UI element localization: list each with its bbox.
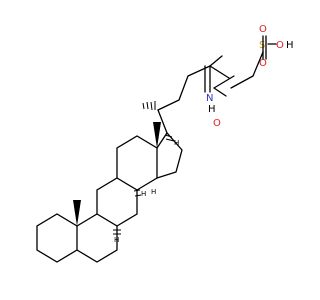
- methyl-c20-hash: [142, 101, 156, 111]
- hydroxyl-h-label: H: [286, 40, 294, 51]
- sulfur-atom-label: S: [259, 40, 265, 51]
- h-c8-label: H: [141, 190, 146, 198]
- methyl-c13-wedge: [153, 122, 161, 148]
- amide-carbonyl: [204, 65, 211, 93]
- nitrogen-h-label: H: [208, 104, 216, 115]
- sulfonyl-oxygen-right-label: O: [276, 40, 284, 51]
- ring-d: [156, 131, 183, 179]
- amide-oxygen-label: O: [213, 118, 221, 129]
- ring-c: [96, 135, 158, 227]
- h-c17-label: H: [174, 139, 179, 147]
- methyl-c10-wedge: [73, 200, 81, 226]
- h-c8-hash: [133, 189, 142, 197]
- h-c14-label: H: [151, 188, 156, 196]
- nitrogen-atom-label: N: [206, 93, 213, 104]
- molecule-structure: N H O S O O O H H H H H: [36, 24, 294, 263]
- side-chain: [157, 51, 264, 134]
- stereo-bonds: [73, 101, 175, 235]
- sulfonic-acid-bonds: [262, 35, 277, 60]
- structure-canvas: N H O S O O O H H H H H: [36, 24, 294, 263]
- h-c9-hash: [113, 229, 121, 235]
- ring-a: [36, 213, 78, 263]
- ring-b: [76, 213, 118, 263]
- h-c9-label: H: [114, 236, 119, 244]
- h-c17-hash: [164, 134, 175, 142]
- sulfonyl-oxygen-bottom-label: O: [259, 58, 267, 69]
- atom-labels: N H O S O O O H H H H H: [114, 24, 294, 244]
- sulfonyl-oxygen-top-label: O: [259, 24, 267, 35]
